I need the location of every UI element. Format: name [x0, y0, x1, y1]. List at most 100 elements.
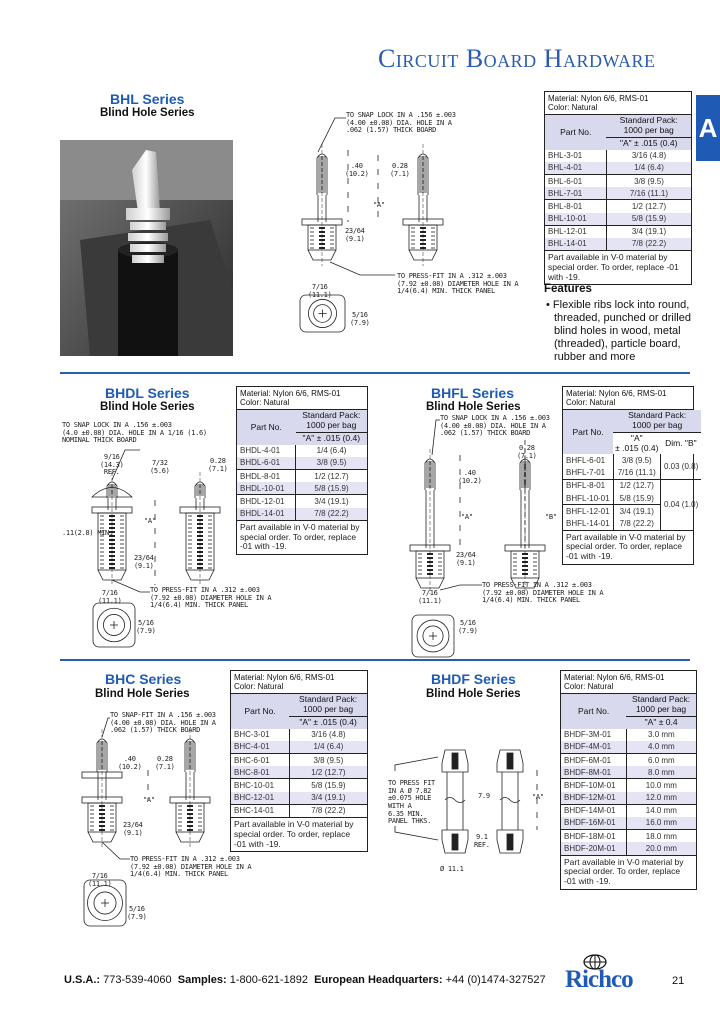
part-number: BHC-3-01 [231, 728, 290, 741]
break-mark [499, 797, 521, 803]
top-view-outline [83, 879, 127, 927]
bhc-dim-rib: 23/64 (9.1) [123, 821, 143, 837]
bhc-dim-a: "A" [143, 796, 155, 804]
bhdl-dim-width: 0.28 (7.1) [208, 457, 228, 473]
bhdf-press-callout: TO PRESS FIT IN A Ø 7.82 ±0.075 HOLE WIT… [388, 779, 435, 826]
bhfl-subtitle: Blind Hole Series [426, 401, 521, 413]
color-text: Color: Natural [564, 682, 614, 692]
part-number: BHC-10-01 [231, 778, 290, 792]
dim-a-value: 5/8 (15.9) [289, 778, 367, 792]
dim-a-value: 3/16 (4.8) [311, 730, 346, 740]
col-dim-a: "A" ± .015 (0.4) [295, 432, 367, 445]
bhl-product-photo [60, 140, 233, 356]
parts-table: Part No.Standard Pack: 1000 per bag "A" … [231, 694, 367, 817]
usa-label: U.S.A.: [64, 974, 101, 986]
pin-end-bottom [441, 829, 469, 854]
bhdf-dim-dia: Ø 11.1 [440, 865, 464, 873]
col-part-no: Part No. [231, 694, 290, 729]
dim-a-value: 3/4 (19.1) [606, 224, 691, 238]
part-number: BHDF-20M-01 [561, 842, 627, 855]
dim-a-value: 16.0 mm [626, 816, 696, 830]
section-tab-a[interactable]: A [696, 95, 720, 161]
dim-a-value: 20.0 mm [626, 842, 696, 855]
col-standard-pack: Standard Pack: 1000 per bag [613, 410, 702, 433]
bhc-dim-height: .40 (10.2) [118, 755, 142, 771]
dim-a-value: 1/2 (12.7) [289, 766, 367, 779]
part-number: BHDL-10-01 [237, 482, 297, 495]
bhdf-subtitle: Blind Hole Series [426, 688, 521, 700]
dim-a-value: 3/4 (19.1) [289, 791, 367, 805]
top-view-ring [96, 607, 132, 643]
leader-line [329, 261, 395, 276]
col-standard-pack: Standard Pack: 1000 per bag [295, 410, 367, 433]
bhc-snap-callout: TO SNAP-FIT IN A .156 ±.003 (4.00 ±0.08)… [110, 711, 216, 735]
dim-a-value: 3/8 (9.5) [606, 174, 691, 188]
dim-a-value: 3.0 mm [648, 730, 675, 740]
top-view-ring [308, 299, 337, 328]
pin-end-top [441, 749, 469, 773]
dim-a-value: 14.0 mm [626, 803, 696, 817]
bhdl-dim-gap: .11(2.8) MIN. [62, 529, 113, 537]
col-part-no: Part No. [561, 694, 627, 729]
part-number: BHDL-14-01 [237, 507, 297, 520]
part-number: BHL-8-01 [545, 199, 607, 213]
part-number: BHDF-14M-01 [561, 803, 627, 817]
top-view-ring [103, 614, 125, 636]
bhdl-dim-cap: 7/32 (5.6) [150, 459, 170, 475]
color-text: Color: Natural [566, 398, 616, 408]
part-number: BHL-4-01 [545, 161, 607, 175]
part-number: BHC-14-01 [231, 803, 290, 817]
part-number: BHL-6-01 [545, 174, 607, 188]
dim-a-value: 7/8 (22.2) [289, 803, 367, 817]
bhdl-dim-dia: 9/16 (14.3) REF. [100, 453, 124, 477]
bhdl-snap-callout: TO SNAP LOCK IN A .156 ±.003 (4.0 ±0.08)… [62, 421, 207, 445]
section-divider [60, 372, 690, 374]
availability-note: Part available in V-0 material by specia… [545, 250, 691, 284]
bhl-dim-rib: 23/64 (9.1) [345, 227, 365, 243]
section-divider [60, 659, 690, 661]
bhdl-press-callout: TO PRESS-FIT IN A .312 ±.003 (7.92 ±0.08… [150, 586, 272, 610]
pin-core [451, 752, 459, 770]
bhfl-dim-b: "B" [545, 513, 557, 521]
col-dim-a: "A" ± 0.4 [626, 716, 696, 729]
parts-table: Part No.Standard Pack: 1000 per bag "A" … [561, 694, 696, 855]
part-number: BHDL-6-01 [237, 456, 297, 470]
dim-b-value: 0.04 (1.0) [660, 478, 702, 530]
material-text: Material: Nylon 6/6, RMS-01 [566, 389, 667, 398]
pin-core [506, 752, 514, 770]
leader-line [101, 717, 110, 738]
top-view-outline [92, 602, 136, 648]
pin-flange [81, 771, 123, 779]
page-title: Circuit Board Hardware [378, 44, 656, 73]
dim-a-value: 1/4 (6.4) [606, 161, 691, 175]
bhdf-dim-rib: 9.1 REF. [474, 833, 490, 849]
dim-a-value: 18.0 mm [626, 829, 696, 843]
part-number: BHC-4-01 [231, 740, 290, 754]
pin-end-bottom [496, 829, 524, 854]
col-part-no: Part No. [237, 410, 296, 445]
col-part-no: Part No. [563, 410, 614, 455]
col-standard-pack: Standard Pack: 1000 per bag [626, 694, 696, 717]
availability-note: Part available in V-0 material by specia… [237, 519, 367, 554]
bhdl-dim-rib: 23/64 (9.1) [134, 554, 154, 570]
dim-a-value: 1/4 (6.4) [289, 740, 367, 754]
dim-a-value: 6.0 mm [626, 753, 696, 767]
col-dim-a: "A" ± .015 (0.4) [289, 716, 367, 729]
dim-a-value: 5/8 (15.9) [619, 493, 654, 503]
availability-note: Part available in V-0 material by specia… [563, 529, 693, 564]
part-number: BHDF-10M-01 [561, 778, 627, 792]
